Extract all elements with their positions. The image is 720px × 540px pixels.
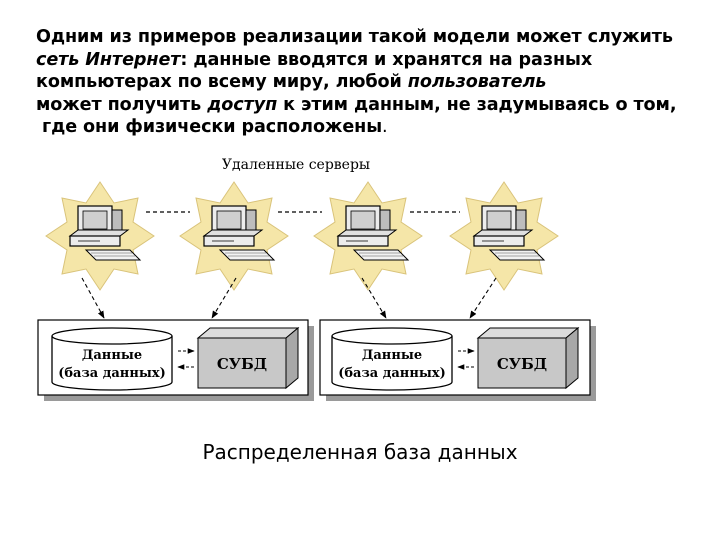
paragraph-text: может получить	[36, 94, 208, 115]
figure-caption: Распределенная база данных	[202, 440, 518, 464]
paragraph-text: Одним из примеров реализации такой модел…	[36, 27, 673, 47]
term-user: пользователь	[407, 72, 547, 92]
dbms-label: СУБД	[217, 355, 267, 373]
paragraph-line-4: может получить доступ к этим данным, не …	[36, 94, 706, 117]
description-paragraph: Одним из примеров реализации такой модел…	[36, 26, 706, 139]
server-computer-icon	[45, 181, 155, 291]
paragraph-text: компьютерах по всему миру, любой	[36, 72, 408, 92]
term-access: доступ	[207, 94, 278, 115]
data-node-box: Данные (база данных) СУБД	[319, 319, 596, 401]
paragraph-line-2: сеть Интернет: данные вводятся и хранятс…	[36, 49, 706, 72]
access-arrow	[81, 277, 105, 319]
dbms-block: СУБД	[476, 326, 580, 390]
server-computer-icon	[449, 181, 559, 291]
paragraph-text: : данные вводятся и хранятся на разных	[180, 49, 593, 70]
database-cylinder-icon	[331, 327, 453, 391]
paragraph-text: где они физически расположены	[42, 117, 383, 137]
db-label-line2: (база данных)	[58, 366, 166, 381]
paragraph-line-1: Одним из примеров реализации такой модел…	[36, 26, 706, 49]
paragraph-line-5: где они физически расположены.	[36, 116, 706, 139]
data-node-box: Данные (база данных) СУБД	[37, 319, 314, 401]
paragraph-period: .	[382, 117, 388, 137]
access-arrow	[211, 277, 237, 319]
db-label-line2: (база данных)	[338, 366, 446, 381]
access-arrow	[361, 277, 387, 319]
db-label-line1: Данные	[362, 348, 422, 363]
remote-servers-label: Удаленные серверы	[222, 157, 370, 173]
term-internet: сеть Интернет	[36, 49, 181, 70]
server-computer-icon	[179, 181, 289, 291]
dbms-label: СУБД	[497, 355, 547, 373]
dbms-block: СУБД	[196, 326, 300, 390]
paragraph-text: к этим данным, не задумываясь о том,	[277, 94, 677, 115]
paragraph-line-3: компьютерах по всему миру, любой пользов…	[36, 71, 706, 94]
database-cylinder-icon	[51, 327, 173, 391]
db-label-line1: Данные	[82, 348, 142, 363]
access-arrow	[469, 277, 497, 319]
server-computer-icon	[313, 181, 423, 291]
